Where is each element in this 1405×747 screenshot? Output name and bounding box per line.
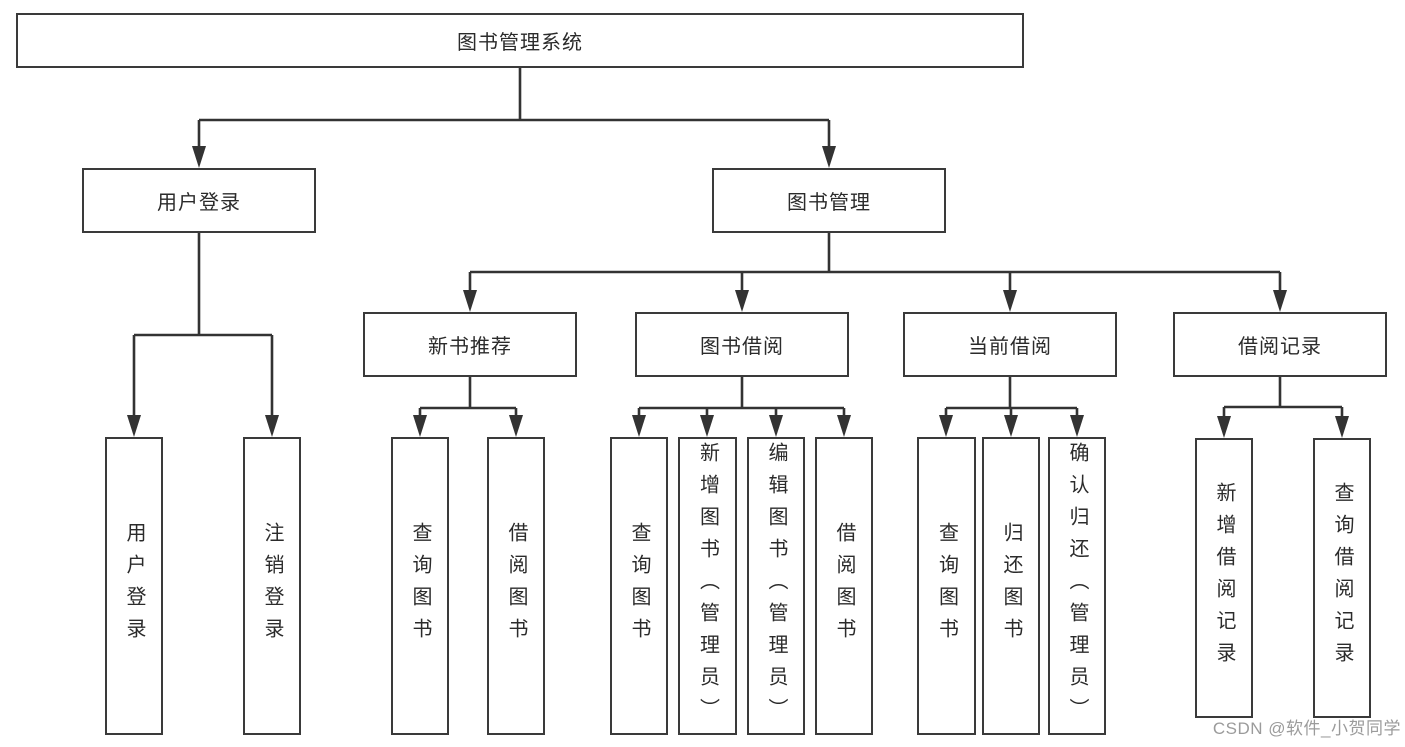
node-label: 图书借阅	[700, 336, 784, 358]
arrowhead	[192, 146, 206, 168]
arrowhead	[1217, 416, 1231, 438]
node-current-borrowing: 当前借阅	[903, 312, 1117, 377]
node-label: 图书管理系统	[457, 32, 583, 54]
leaf-return-books: 归还图书	[982, 437, 1040, 735]
leaf-query-borrow-record: 查询借阅记录	[1313, 438, 1371, 718]
node-label: 查询图书	[628, 522, 650, 650]
leaf-add-books-admin: 新增图书（管理员）	[678, 437, 737, 735]
node-label: 新增借阅记录	[1213, 482, 1235, 674]
node-borrowing-records: 借阅记录	[1173, 312, 1387, 377]
csdn-watermark: CSDN @软件_小贺同学	[1212, 719, 1401, 738]
node-label: 编辑图书（管理员）	[765, 442, 787, 730]
leaf-add-borrow-record: 新增借阅记录	[1195, 438, 1253, 718]
leaf-query-books-borrowing: 查询图书	[610, 437, 668, 735]
connector-root-to-level2	[197, 68, 831, 150]
node-label: 用户登录	[123, 522, 145, 650]
arrowhead	[1004, 415, 1018, 437]
leaf-borrow-books-borrowing: 借阅图书	[815, 437, 873, 735]
arrowhead	[265, 415, 279, 437]
leaf-query-books-current: 查询图书	[917, 437, 976, 735]
leaf-borrow-books-newrec: 借阅图书	[487, 437, 545, 735]
node-label: 借阅图书	[833, 522, 855, 650]
node-user-login-module: 用户登录	[82, 168, 316, 233]
leaf-user-login: 用户登录	[105, 437, 163, 735]
node-label: 图书管理	[787, 192, 871, 214]
connector-lines	[132, 68, 1344, 420]
connector-curr-to-leaves	[944, 377, 1079, 419]
arrowhead	[1003, 290, 1017, 312]
node-label: 借阅记录	[1238, 336, 1322, 358]
arrowhead	[463, 290, 477, 312]
arrowhead	[509, 415, 523, 437]
connector-newrec-to-leaves	[418, 377, 518, 419]
arrowhead	[1273, 290, 1287, 312]
arrowhead	[632, 415, 646, 437]
node-book-management-module: 图书管理	[712, 168, 946, 233]
node-label: 查询图书	[409, 522, 431, 650]
arrowhead	[939, 415, 953, 437]
node-label: 查询图书	[935, 522, 958, 650]
connector-login-to-leaves	[132, 232, 274, 419]
connector-mgmt-to-level3	[468, 232, 1282, 294]
arrowhead	[1335, 416, 1349, 438]
node-label: 确认归还（管理员）	[1066, 442, 1088, 730]
node-label: 新书推荐	[428, 336, 512, 358]
leaf-logout: 注销登录	[243, 437, 301, 735]
leaf-query-books-newrec: 查询图书	[391, 437, 449, 735]
leaf-edit-books-admin: 编辑图书（管理员）	[747, 437, 805, 735]
node-label: 当前借阅	[968, 336, 1052, 358]
node-library-management-system: 图书管理系统	[16, 13, 1024, 68]
node-label: 用户登录	[157, 192, 241, 214]
node-label: 新增图书（管理员）	[696, 442, 719, 730]
arrowhead	[735, 290, 749, 312]
arrowhead	[837, 415, 851, 437]
connector-borrow-to-leaves	[637, 377, 846, 419]
arrowhead	[1070, 415, 1084, 437]
node-label: 注销登录	[261, 522, 283, 650]
node-book-borrowing: 图书借阅	[635, 312, 849, 377]
node-label: 借阅图书	[505, 522, 527, 650]
arrowhead	[822, 146, 836, 168]
arrowhead	[413, 415, 427, 437]
leaf-confirm-return-admin: 确认归还（管理员）	[1048, 437, 1106, 735]
connector-arrowheads	[127, 146, 1349, 438]
arrowhead	[127, 415, 141, 437]
arrowhead	[700, 415, 714, 437]
node-new-book-recommendation: 新书推荐	[363, 312, 577, 377]
connector-rec-to-leaves	[1222, 377, 1344, 420]
node-label: 归还图书	[1000, 522, 1022, 650]
arrowhead	[769, 415, 783, 437]
node-label: 查询借阅记录	[1331, 482, 1353, 674]
